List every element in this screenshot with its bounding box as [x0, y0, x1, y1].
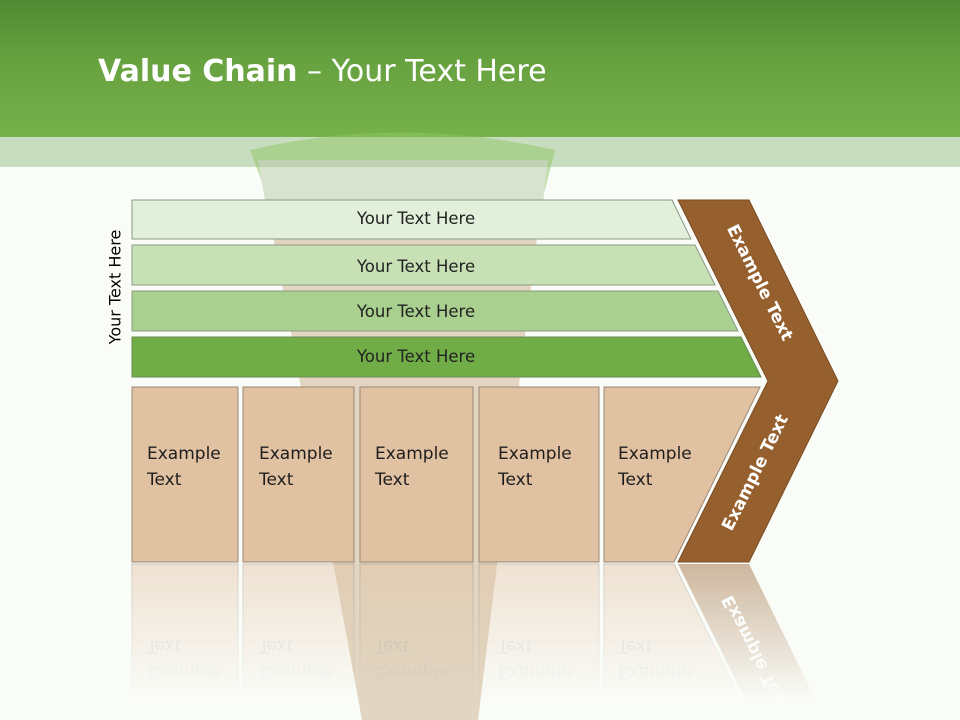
row-2-label: Your Text Here	[356, 257, 475, 276]
reflection-box-2-line1: Example	[259, 662, 333, 682]
diagram-reflection: Example Text Example Text Example Text E…	[131, 563, 826, 720]
box-5: Example Text	[603, 386, 761, 563]
reflection-box-3-line2: Text	[374, 636, 410, 656]
box-1-line2: Text	[146, 470, 182, 490]
header-bar	[0, 0, 960, 137]
box-4-line1: Example	[498, 444, 572, 464]
chevron-arrow: Example Text Example Text	[677, 199, 839, 563]
title-bold: Value Chain	[98, 54, 298, 89]
row-1-shape	[131, 199, 692, 240]
box-2-line2: Text	[258, 470, 294, 490]
reflection-box-3-line1: Example	[375, 662, 449, 682]
box-1-shape	[131, 386, 239, 563]
reflection-box-5-line1: Example	[618, 662, 692, 682]
box-3: Example Text	[359, 386, 474, 563]
box-4-line2: Text	[497, 470, 533, 490]
row-4-label: Your Text Here	[356, 347, 475, 366]
box-3-shape	[359, 386, 474, 563]
box-3-line2: Text	[374, 470, 410, 490]
reflection-box-4-line1: Example	[498, 662, 572, 682]
slide-title: Value Chain – Your Text Here	[98, 54, 547, 89]
box-1: Example Text	[131, 386, 239, 563]
box-2-line1: Example	[259, 444, 333, 464]
box-2: Example Text	[242, 386, 355, 563]
box-5-shape	[603, 386, 761, 563]
row-3-label: Your Text Here	[356, 302, 475, 321]
box-5-line2: Text	[617, 470, 653, 490]
box-4: Example Text	[478, 386, 600, 563]
chevron-shape	[677, 199, 839, 563]
row-3: Your Text Here	[131, 290, 739, 332]
row-4-shape	[131, 336, 762, 378]
side-label: Your Text Here	[105, 229, 125, 345]
box-1-line1: Example	[147, 444, 221, 464]
reflection-box-1-line2: Text	[146, 636, 182, 656]
reflection-box-1-line1: Example	[147, 662, 221, 682]
row-2: Your Text Here	[131, 244, 716, 286]
box-2-shape	[242, 386, 355, 563]
row-3-shape	[131, 290, 739, 332]
row-1: Your Text Here	[131, 199, 692, 240]
title-rest: – Your Text Here	[297, 54, 547, 89]
box-5-line1: Example	[618, 444, 692, 464]
reflection-box-5-line2: Text	[617, 636, 653, 656]
box-4-shape	[478, 386, 600, 563]
row-4: Your Text Here	[131, 336, 762, 378]
box-3-line1: Example	[375, 444, 449, 464]
reflection-box-2-line2: Text	[258, 636, 294, 656]
row-2-shape	[131, 244, 716, 286]
reflection-box-4-line2: Text	[497, 636, 533, 656]
row-1-label: Your Text Here	[356, 209, 475, 228]
